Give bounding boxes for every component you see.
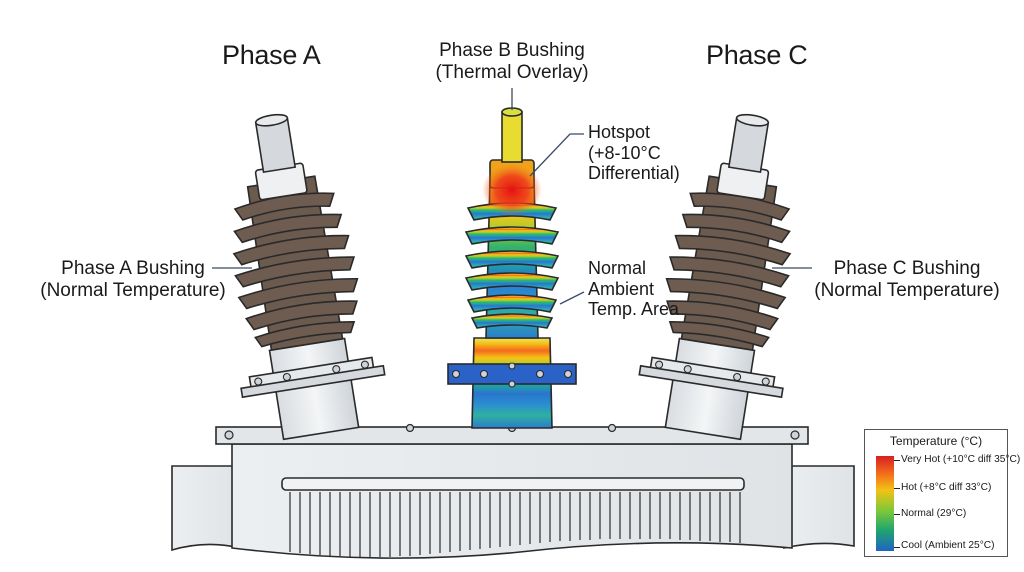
- phase-b-bushing: [447, 107, 577, 429]
- phase-b-label-line1: Phase B Bushing: [439, 40, 585, 61]
- phase-b-flange-bolts: [451, 362, 573, 388]
- radiator-fins: [289, 492, 741, 557]
- hotspot-line1: Hotspot: [588, 122, 651, 142]
- legend-title: Temperature (°C): [889, 434, 983, 448]
- phase-a-label-line1: Phase A Bushing: [61, 258, 205, 279]
- legend-item-normal: Normal (29°C): [901, 508, 967, 519]
- phase-b-label: Phase B Bushing (Thermal Overlay): [412, 40, 612, 84]
- phase-c-label-line2: (Normal Temperature): [814, 279, 1000, 301]
- phase-b-label-line2: (Thermal Overlay): [435, 61, 589, 83]
- leader-lines: [212, 88, 812, 305]
- normal-line3: Temp. Area: [588, 299, 680, 320]
- phase-a-label-line2: (Normal Temperature): [40, 279, 226, 301]
- legend-tick: [894, 547, 900, 548]
- phase-a-label: Phase A Bushing (Normal Temperature): [22, 258, 244, 302]
- phase-c-bushing: [638, 113, 792, 441]
- legend-tick: [894, 460, 900, 461]
- hotspot-line3: Differential): [588, 163, 680, 184]
- transformer-tank: [171, 426, 855, 559]
- legend-tick: [894, 514, 900, 515]
- legend-item-cool: Cool (Ambient 25°C): [901, 540, 995, 551]
- legend-color-scale: [876, 456, 894, 551]
- phase-c-label: Phase C Bushing (Normal Temperature): [796, 258, 1018, 302]
- hotspot-glow: [482, 164, 542, 216]
- phase-c-label-line1: Phase C Bushing: [833, 258, 981, 279]
- legend-item-hot: Hot (+8°C diff 33°C): [901, 482, 992, 493]
- phase-a-bushing: [232, 113, 386, 441]
- normal-temp-callout: Normal Ambient Temp. Area: [588, 258, 679, 320]
- phase-a-title: Phase A: [222, 40, 321, 70]
- normal-line1: Normal: [588, 258, 647, 278]
- hotspot-callout: Hotspot (+8-10°C Differential): [588, 122, 680, 184]
- legend-tick: [894, 488, 900, 489]
- temperature-legend: Temperature (°C) Very Hot (+10°C diff 35…: [864, 429, 1020, 557]
- phase-c-title: Phase C: [706, 40, 808, 70]
- legend-item-very-hot: Very Hot (+10°C diff 35°C): [901, 454, 1021, 465]
- normal-line2: Ambient: [588, 278, 655, 299]
- hotspot-line2: (+8-10°C: [588, 142, 661, 163]
